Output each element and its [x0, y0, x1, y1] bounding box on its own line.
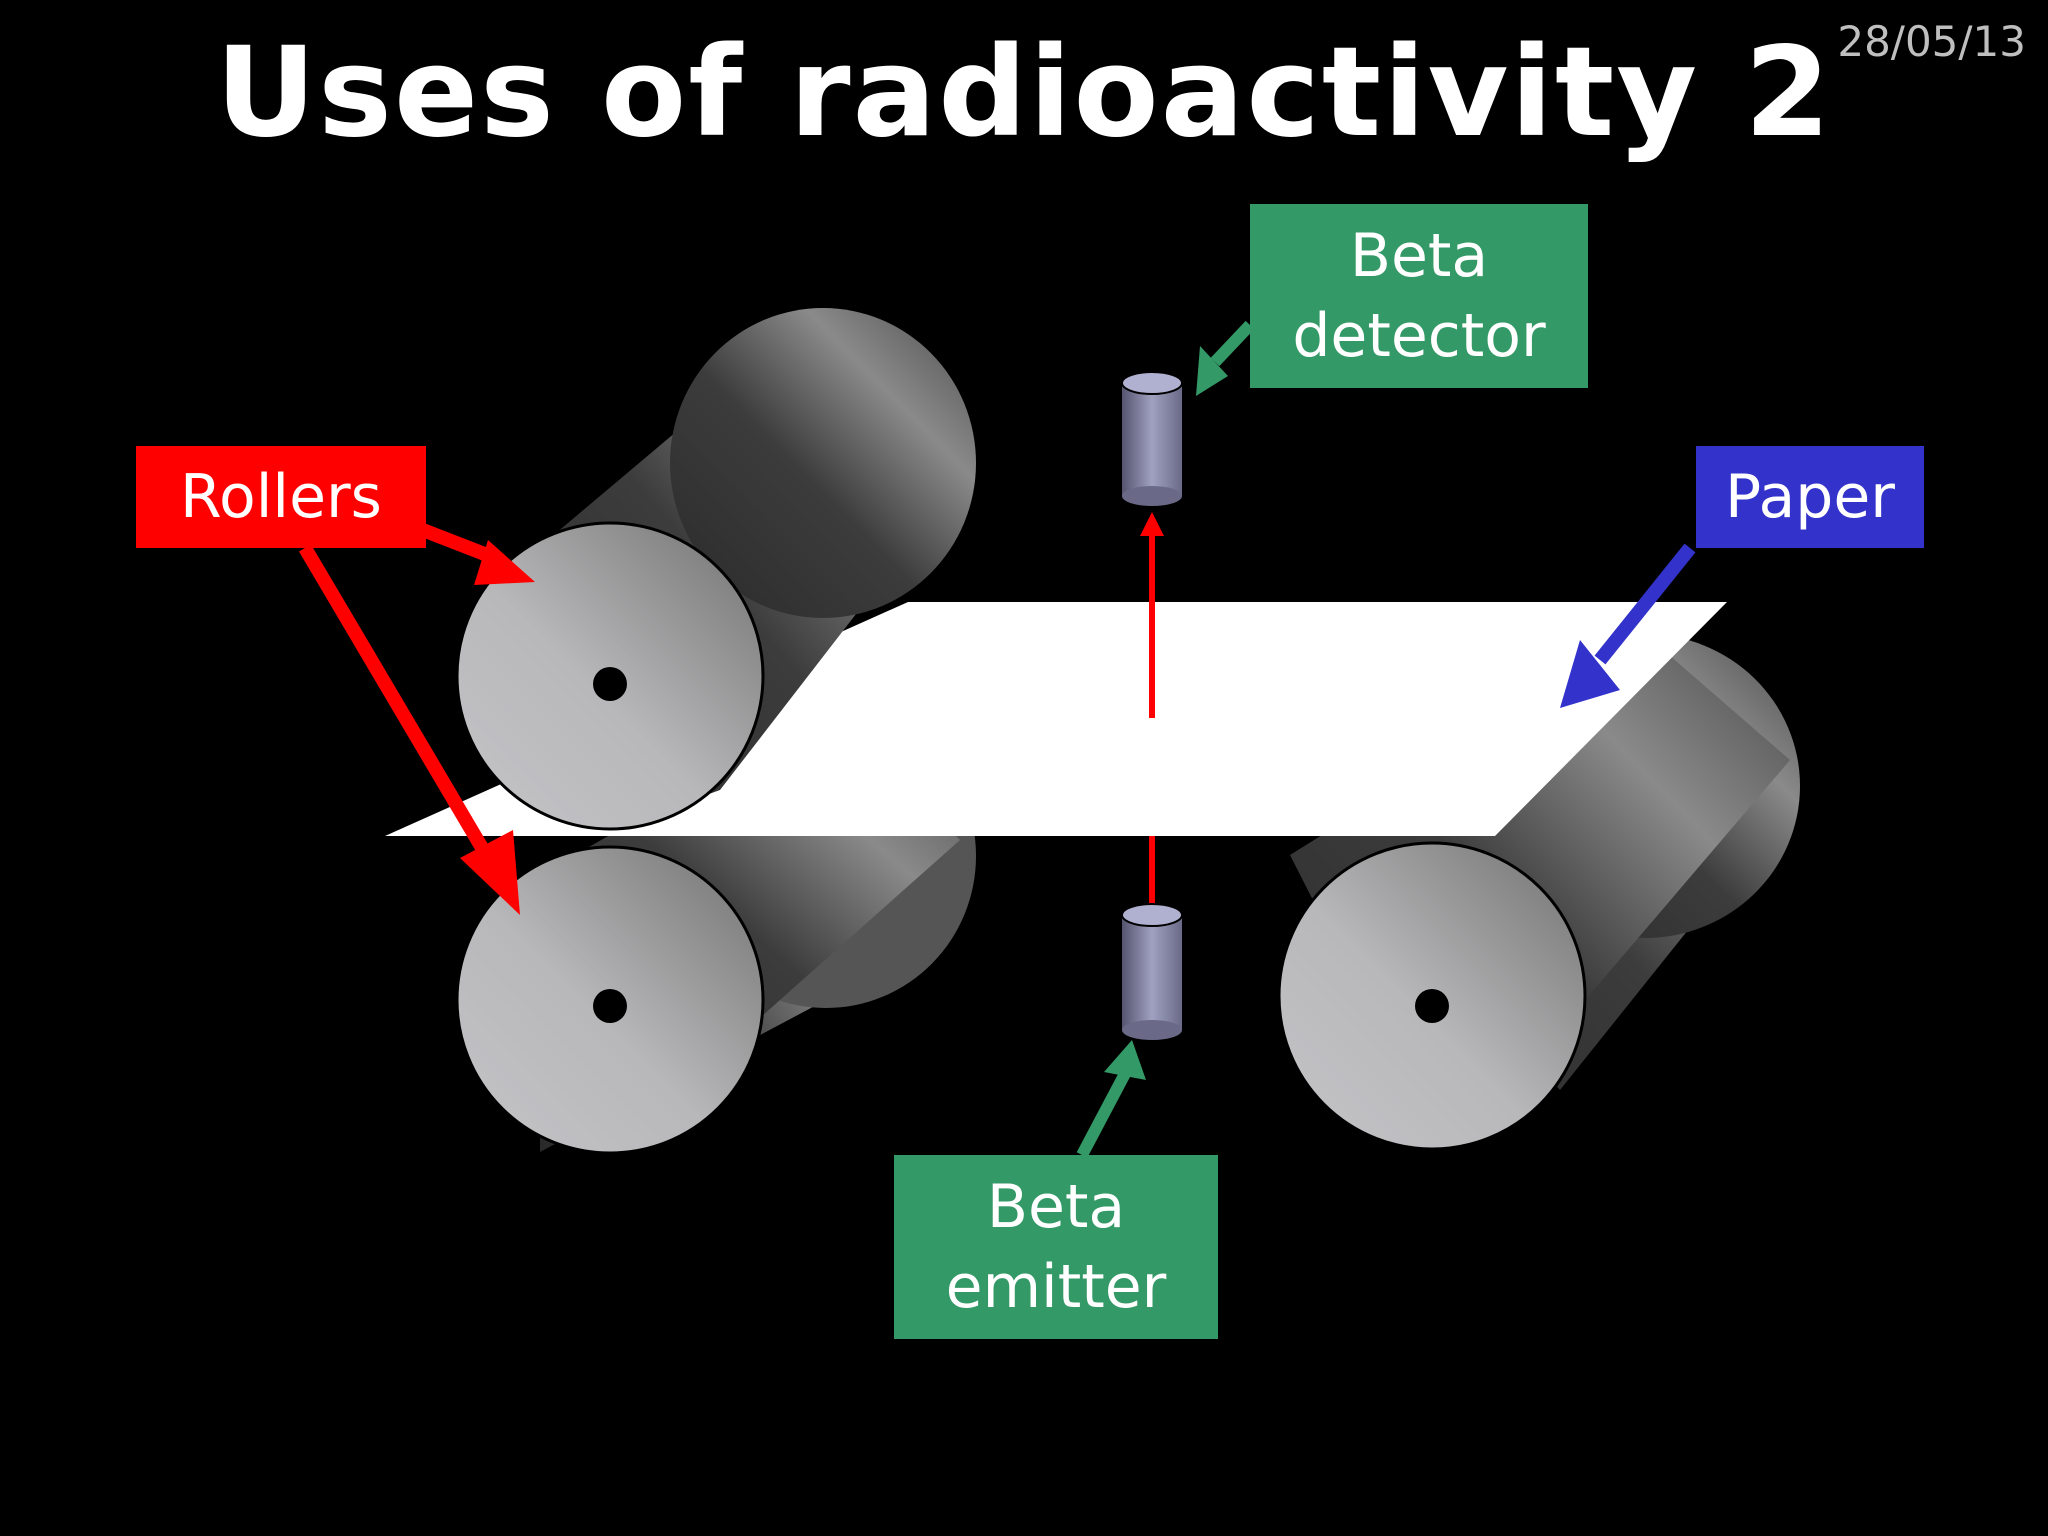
paper-label-text: Paper	[1725, 462, 1895, 532]
arrowhead-top-roller	[474, 540, 535, 585]
rollers-label: Rollers	[136, 446, 426, 548]
slide-date: 28/05/13	[1837, 17, 2026, 66]
beta-detector-label-line1: Beta	[1349, 221, 1489, 291]
roller-top-left	[455, 308, 976, 831]
beta-emitter-label: Beta emitter	[894, 1155, 1218, 1339]
detector-arrow	[1196, 320, 1255, 396]
axle-hole	[593, 989, 627, 1023]
beta-detector-label-line2: detector	[1292, 301, 1546, 371]
paper-label: Paper	[1696, 446, 1924, 548]
arrowhead-bottom-roller	[460, 830, 520, 915]
beta-emitter-label-line2: emitter	[945, 1252, 1167, 1322]
beta-ray	[1140, 512, 1164, 908]
axle-hole	[593, 667, 627, 701]
beta-ray-arrowhead	[1140, 512, 1164, 536]
emitter-arrow	[1076, 1040, 1146, 1158]
axle-hole	[1415, 989, 1449, 1023]
beta-emitter-label-line1: Beta	[986, 1172, 1126, 1242]
emitter-arrowhead	[1104, 1040, 1146, 1080]
rollers-arrows	[298, 518, 535, 915]
beta-detector	[1121, 371, 1183, 506]
paper-arrowhead	[1560, 640, 1620, 708]
beta-detector-label: Beta detector	[1250, 204, 1588, 388]
detector-arrowhead	[1196, 346, 1228, 396]
paper-arrow	[1560, 543, 1696, 708]
slide-title: Uses of radioactivity 2	[215, 21, 1833, 165]
rollers-label-text: Rollers	[180, 462, 382, 532]
beta-emitter	[1121, 903, 1183, 1040]
